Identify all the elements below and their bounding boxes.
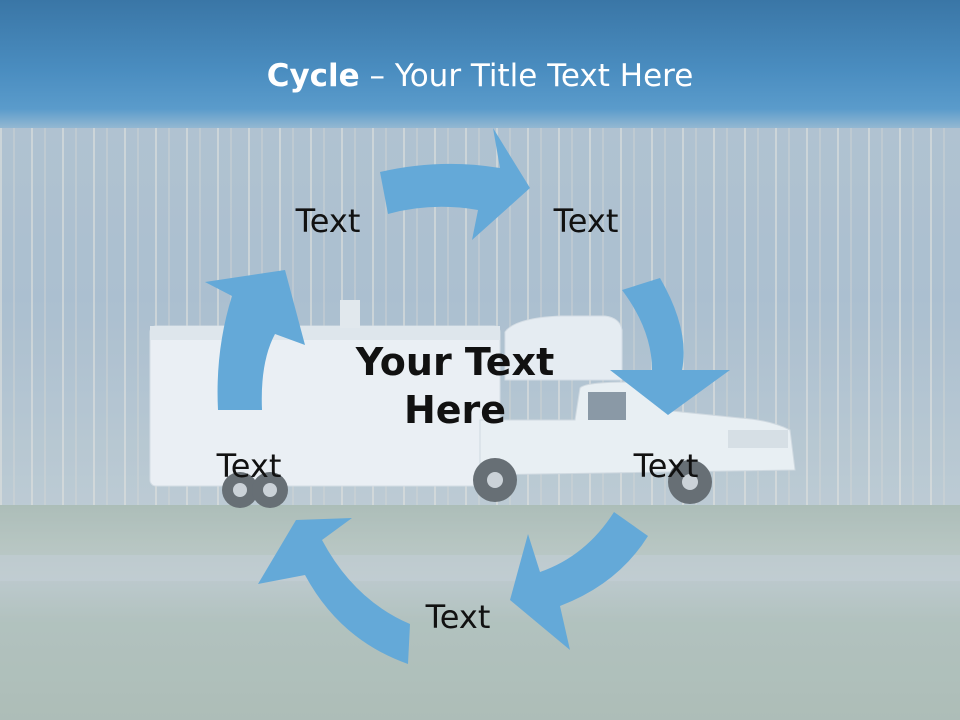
slide-title-bold: Cycle <box>266 58 360 94</box>
slide-title-rest: – Your Title Text Here <box>359 58 694 94</box>
cycle-arrow-2 <box>610 278 730 415</box>
cycle-arrow-3 <box>510 512 648 650</box>
background-grass <box>0 505 960 720</box>
cycle-arrow-4 <box>258 518 410 664</box>
cycle-label-right: Text <box>633 447 699 485</box>
background-road <box>0 555 960 581</box>
center-text: Your Text Here <box>330 338 580 434</box>
cycle-label-top-right: Text <box>553 202 619 240</box>
cycle-label-bottom: Text <box>425 598 491 636</box>
cycle-arrow-1 <box>380 128 530 240</box>
center-text-line2: Here <box>403 388 507 432</box>
cycle-label-top-left: Text <box>295 202 361 240</box>
cycle-arrow-5 <box>205 270 305 410</box>
center-text-line1: Your Text <box>355 340 555 384</box>
cycle-label-left: Text <box>216 447 282 485</box>
slide-title: Cycle – Your Title Text Here <box>0 52 960 100</box>
title-bar: Cycle – Your Title Text Here <box>0 0 960 128</box>
